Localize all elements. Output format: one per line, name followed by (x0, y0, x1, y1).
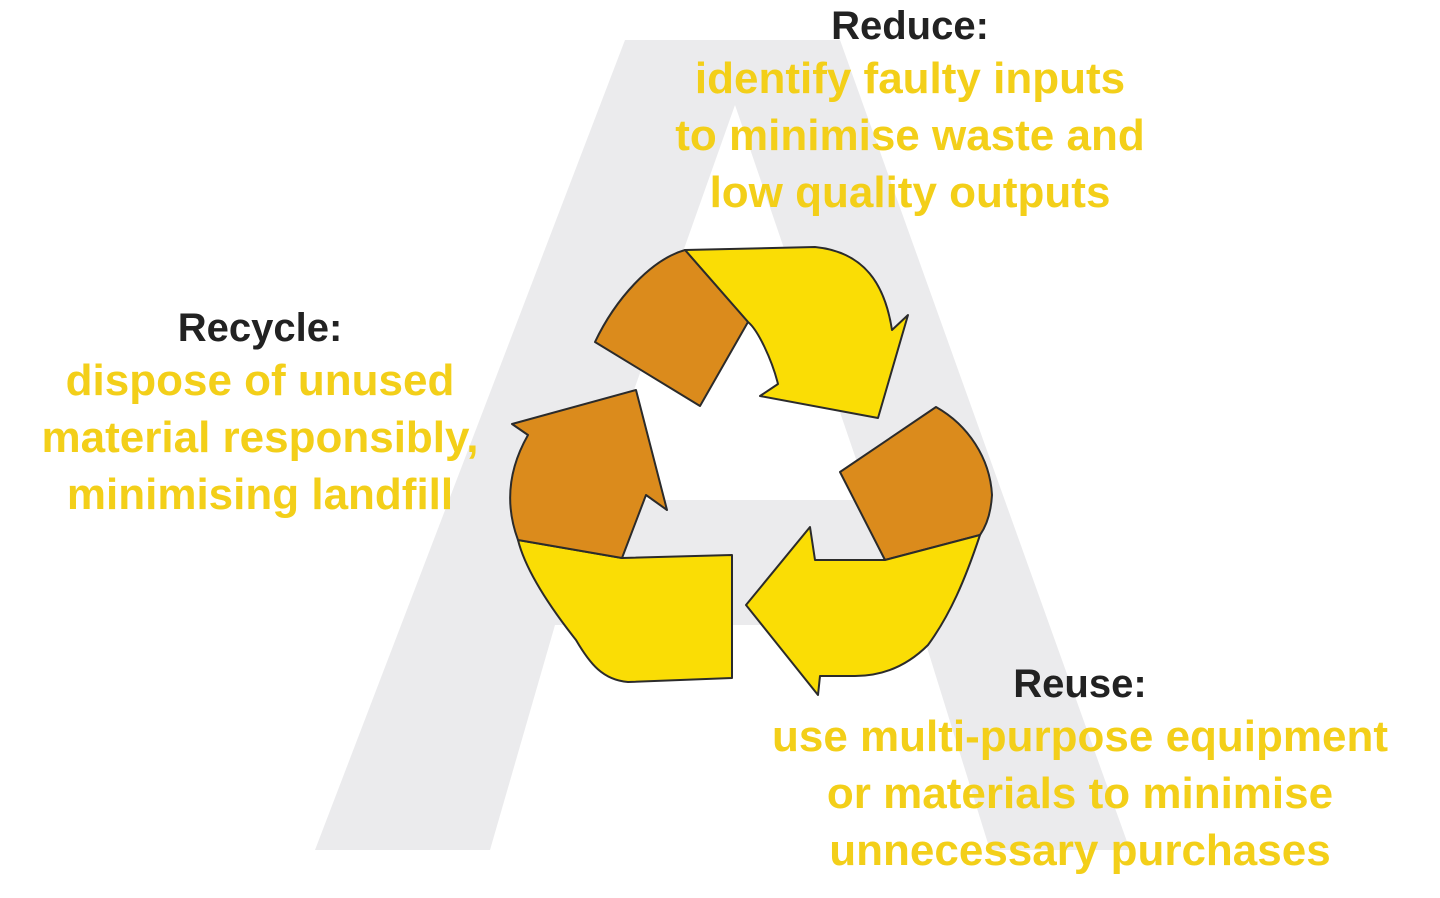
top-arrow-orange-tail (594, 249, 749, 407)
recycle-line-1: dispose of unused (65, 356, 455, 405)
left-arrow-yellow-band (517, 539, 733, 683)
reuse-title: Reuse: (1013, 662, 1147, 706)
reduce-label: Reduce: identify faulty inputs to minimi… (560, 2, 1260, 221)
reuse-line-2: or materials to minimise (826, 769, 1334, 818)
recycle-arrows-icon (509, 246, 993, 696)
left-arrow-orange-head (509, 389, 668, 559)
reduce-line-3: low quality outputs (709, 168, 1111, 217)
reuse-line-1: use multi-purpose equipment (771, 712, 1389, 761)
reduce-line-2: to minimise waste and (675, 111, 1145, 160)
top-arrow-yellow-band (684, 246, 909, 419)
right-arrow-orange-top (839, 406, 993, 561)
recycle-line-3: minimising landfill (66, 470, 454, 519)
letter-a-watermark-icon (315, 40, 1130, 850)
watermark-shape (315, 40, 1130, 850)
right-arrow (745, 406, 993, 696)
reuse-line-3: unnecessary purchases (829, 826, 1331, 875)
recycle-label: Recycle: dispose of unused material resp… (0, 304, 520, 523)
right-arrow-yellow-head (745, 526, 981, 696)
recycle-line-2: material responsibly, (41, 413, 479, 462)
reduce-line-1: identify faulty inputs (694, 54, 1126, 103)
reuse-label: Reuse: use multi-purpose equipment or ma… (720, 660, 1440, 879)
recycle-title: Recycle: (177, 306, 343, 350)
reduce-title: Reduce: (831, 4, 989, 48)
left-arrow (509, 389, 733, 683)
top-arrow (594, 246, 909, 419)
